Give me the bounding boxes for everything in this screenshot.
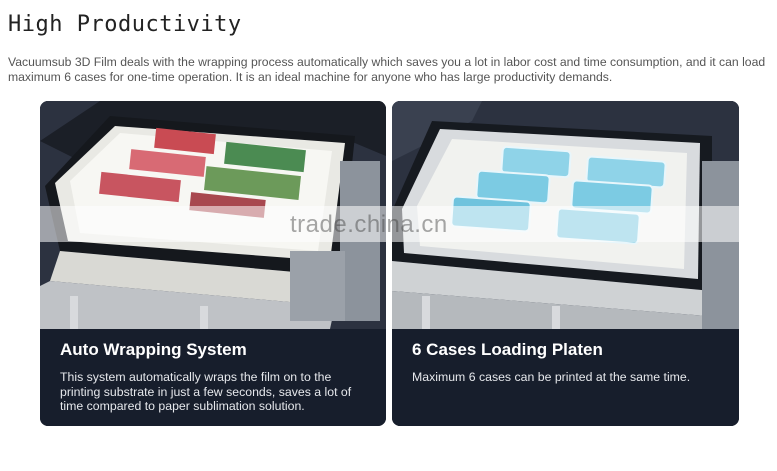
page-title: High Productivity xyxy=(8,12,242,37)
caption-panel: Auto Wrapping System This system automat… xyxy=(40,329,386,426)
card-title: Auto Wrapping System xyxy=(60,340,247,359)
feature-card-loading-platen: 6 Cases Loading Platen Maximum 6 cases c… xyxy=(392,101,739,426)
feature-card-auto-wrapping: Auto Wrapping System This system automat… xyxy=(40,101,386,426)
watermark-band xyxy=(40,206,739,242)
intro-paragraph: Vacuumsub 3D Film deals with the wrappin… xyxy=(8,55,766,84)
caption-panel: 6 Cases Loading Platen Maximum 6 cases c… xyxy=(392,329,739,426)
card-description: This system automatically wraps the film… xyxy=(60,370,352,413)
watermark-text: trade.china.cn xyxy=(290,211,448,238)
card-title: 6 Cases Loading Platen xyxy=(412,340,603,359)
card-description: Maximum 6 cases can be printed at the sa… xyxy=(412,370,691,384)
